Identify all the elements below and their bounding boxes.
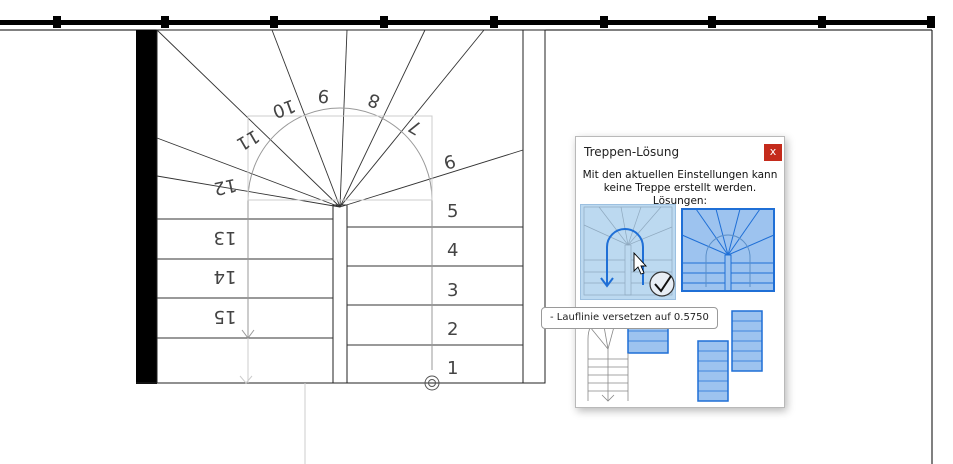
solution-preview-2 xyxy=(681,208,775,292)
solution-option-1[interactable] xyxy=(580,204,676,300)
step-label-1: 1 xyxy=(447,358,458,379)
step-label-11: 11 xyxy=(233,125,263,155)
step-label-6: 6 xyxy=(442,151,459,174)
step-label-9: 9 xyxy=(317,85,330,107)
treads-right xyxy=(347,226,523,346)
step-label-5: 5 xyxy=(447,201,458,222)
walking-line xyxy=(239,107,433,384)
wall-grid-markers xyxy=(53,16,935,28)
solution-preview-4 xyxy=(697,310,763,402)
step-label-4: 4 xyxy=(447,240,458,261)
step-label-12: 12 xyxy=(212,174,239,199)
top-wall xyxy=(0,20,935,25)
step-label-14: 14 xyxy=(214,266,237,287)
solution-preview-1 xyxy=(583,206,675,297)
step-label-2: 2 xyxy=(447,319,458,340)
solution-option-4[interactable] xyxy=(694,309,766,403)
dialog-message-line-1: Mit den aktuellen Einstellungen kann xyxy=(582,169,778,181)
start-point-inner xyxy=(428,379,436,387)
close-button[interactable]: x xyxy=(764,144,782,161)
dim-helper xyxy=(247,115,433,201)
step-label-3: 3 xyxy=(447,280,458,301)
step-label-10: 10 xyxy=(270,94,299,122)
stair-stringer-center xyxy=(332,204,348,384)
treads-left xyxy=(157,218,333,339)
dialog-title: Treppen-Lösung xyxy=(584,145,680,159)
cursor-arrow-icon xyxy=(633,251,648,275)
step-label-8: 8 xyxy=(365,88,383,112)
check-icon xyxy=(649,271,675,297)
step-label-13: 13 xyxy=(214,227,237,248)
option-tooltip: - Lauflinie versetzen auf 0.5750 xyxy=(541,307,718,329)
step-label-15: 15 xyxy=(214,306,237,327)
dialog-message: Mit den aktuellen Einstellungen kann kei… xyxy=(576,169,784,208)
step-label-7: 7 xyxy=(405,115,425,139)
winder-treads xyxy=(156,29,524,208)
right-frame xyxy=(522,29,546,384)
dialog-message-line-2: keine Treppe erstellt werden. Lösungen: xyxy=(603,182,757,207)
left-wall xyxy=(136,30,157,384)
stair-solution-dialog: Treppen-Lösung x Mit den aktuellen Einst… xyxy=(575,136,785,408)
start-point-marker[interactable] xyxy=(424,375,440,391)
solution-option-2[interactable] xyxy=(680,207,776,295)
